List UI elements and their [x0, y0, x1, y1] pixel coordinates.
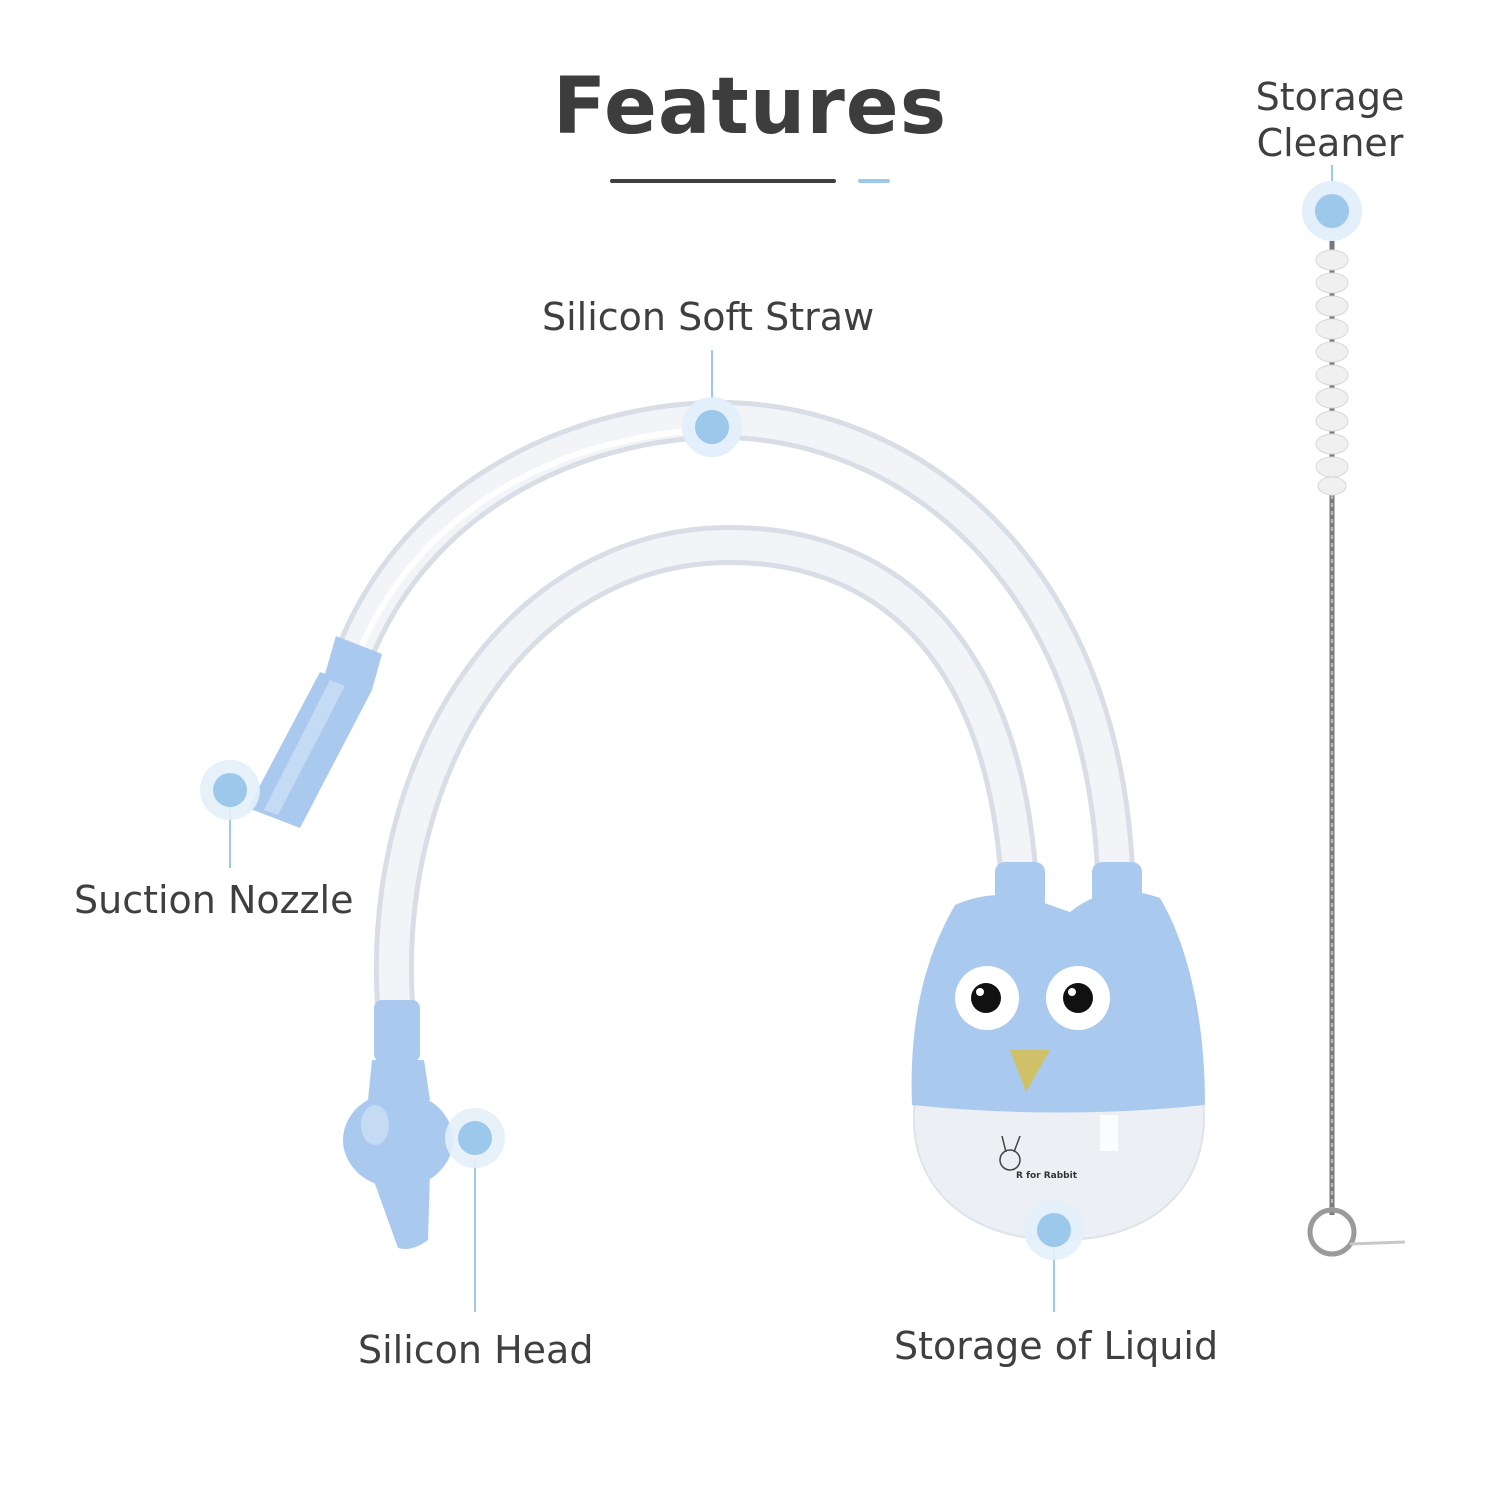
silicon-head: [343, 1000, 453, 1249]
title-underline: [610, 179, 836, 183]
label-silicon-head: Silicon Head: [358, 1328, 594, 1372]
storage-cleaner-brush: [1307, 240, 1406, 1257]
label-silicon-soft-straw: Silicon Soft Straw: [542, 295, 875, 339]
callout-dot-cleaner: [1302, 181, 1362, 241]
callout-dot-nozzle: [200, 760, 260, 820]
label-storage-of-liquid: Storage of Liquid: [894, 1324, 1219, 1368]
brand-logo: R for Rabbit: [999, 1135, 1078, 1181]
callout-dot-storage: [1024, 1200, 1084, 1260]
suction-nozzle: [248, 636, 382, 828]
callout-dot-head: [445, 1108, 505, 1168]
label-suction-nozzle: Suction Nozzle: [74, 878, 354, 922]
label-storage-cleaner: Storage Cleaner: [1255, 75, 1405, 165]
inner-tube: [373, 524, 1038, 1025]
callout-dots: [200, 181, 1362, 1260]
page-title: Features: [552, 62, 948, 152]
callout-dot-straw: [682, 397, 742, 457]
owl-storage: [911, 862, 1205, 1242]
brand-text: R for Rabbit: [1016, 1171, 1078, 1181]
outer-tube: [332, 399, 1135, 890]
title-underline-accent: [858, 179, 890, 183]
